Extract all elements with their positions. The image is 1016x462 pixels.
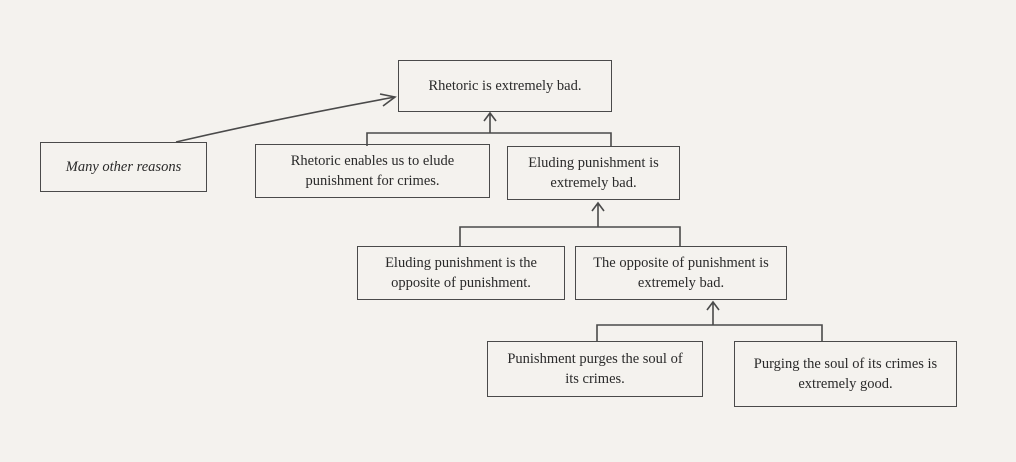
- bracket-eluding: [459, 226, 681, 246]
- node-text: Purging the soul of its crimes is extrem…: [753, 356, 938, 392]
- arrow-bracket-eluding: [591, 201, 605, 227]
- node-text: Eluding punishment is extremely bad.: [528, 155, 659, 191]
- node-text: Eluding punishment is the opposite of pu…: [385, 255, 537, 291]
- node-purges: Punishment purges the soul of its crimes…: [487, 341, 703, 397]
- node-elude-crimes: Rhetoric enables us to elude punishment …: [255, 144, 490, 198]
- node-root: Rhetoric is extremely bad.: [398, 60, 612, 112]
- node-eluding-bad: Eluding punishment is extremely bad.: [507, 146, 680, 200]
- node-eluding-opposite: Eluding punishment is the opposite of pu…: [357, 246, 565, 300]
- arrow-bracket-opposite: [706, 300, 720, 325]
- node-text: Rhetoric enables us to elude punishment …: [290, 153, 455, 189]
- bracket-root: [366, 132, 612, 146]
- arrowhead: [379, 93, 397, 107]
- node-text: The opposite of punishment is extremely …: [593, 255, 769, 291]
- node-text: Many other reasons: [65, 159, 182, 175]
- node-purging-good: Purging the soul of its crimes is extrem…: [734, 341, 957, 407]
- node-opposite-bad: The opposite of punishment is extremely …: [575, 246, 787, 300]
- node-text: Punishment purges the soul of its crimes…: [507, 351, 683, 387]
- node-text: Rhetoric is extremely bad.: [428, 78, 582, 94]
- bracket-opposite: [596, 324, 823, 342]
- arrow-other-to-root: [175, 96, 396, 143]
- arrow-bracket-root: [483, 111, 497, 133]
- node-other-reasons: Many other reasons: [40, 142, 207, 192]
